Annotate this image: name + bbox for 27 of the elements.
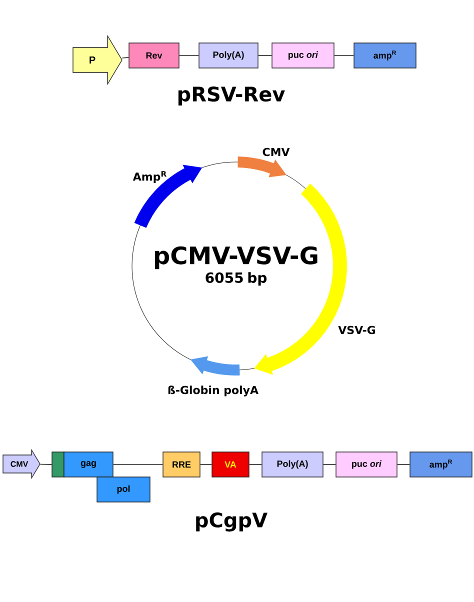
- gene-box: amp$^{R}$: [410, 452, 472, 478]
- feature-arc: Amp$^{R}$: [132, 164, 202, 228]
- plasmid-name: pRSV-Rev: [178, 86, 285, 106]
- connector-line: [334, 55, 354, 56]
- connector-line: [122, 57, 130, 58]
- gene-box: gag: [64, 452, 114, 478]
- connector-line: [40, 464, 52, 465]
- gene-box: VA: [212, 452, 250, 478]
- connector-line: [112, 464, 164, 465]
- connector-line: [178, 55, 200, 56]
- gene-box: [52, 452, 64, 478]
- connector-line: [200, 464, 212, 465]
- gene-box: Poly(A): [198, 42, 258, 68]
- gene-box: Rev: [128, 42, 180, 68]
- connector-line: [396, 464, 410, 465]
- connector-line: [322, 464, 336, 465]
- gene-box: puc ori: [272, 42, 334, 68]
- gene-box: puc ori: [336, 452, 398, 478]
- gene-box: amp$^{R}$: [354, 42, 416, 68]
- gene-box: Poly(A): [262, 452, 324, 478]
- plasmid-name: pCgpV: [196, 512, 268, 532]
- node-label: CMV: [262, 148, 290, 156]
- gene-box: RRE: [162, 452, 200, 478]
- connector-line: [248, 464, 262, 465]
- gene-box: pol: [96, 476, 150, 502]
- connector-line: [258, 55, 272, 56]
- node-label: ß-Globin polyA: [168, 386, 258, 396]
